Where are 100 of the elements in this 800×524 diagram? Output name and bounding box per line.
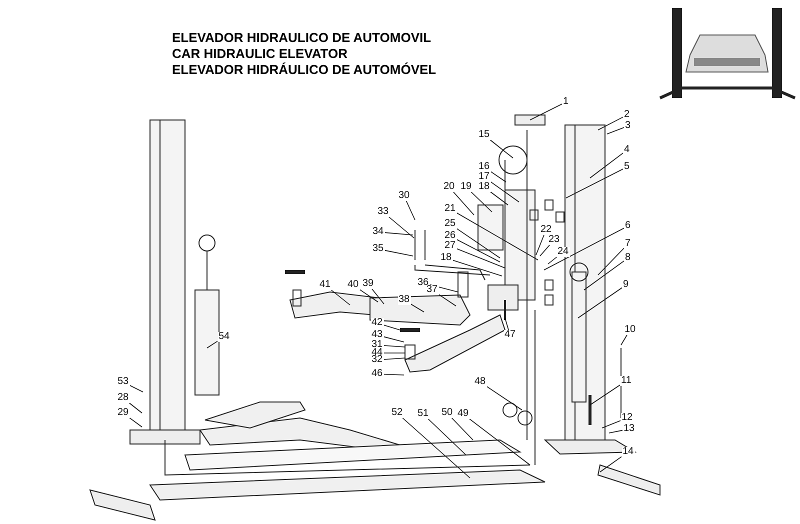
leader-line [129, 384, 144, 392]
callout-number: 46 [370, 369, 384, 379]
callout-number: 23 [548, 235, 561, 245]
leader-line [429, 284, 458, 292]
callout-number: 47 [504, 330, 517, 340]
callout-number: 13 [622, 424, 636, 434]
leader-line [490, 191, 508, 206]
leader-line [584, 260, 624, 290]
leader-line [330, 290, 350, 306]
leader-line [456, 212, 538, 260]
heading-text: CAR HIDRAULIC ELEVATOR [172, 46, 348, 62]
leader-line [383, 352, 406, 354]
callout-number: 33 [376, 207, 390, 217]
callout-number: 21 [444, 204, 457, 214]
callout-number: 22 [540, 225, 553, 235]
leader-line [128, 402, 142, 414]
callout-number: 49 [456, 409, 470, 419]
leader-line [602, 420, 621, 428]
callout-number: 24 [556, 247, 570, 257]
callout-number: 29 [116, 408, 130, 418]
leader-line [406, 200, 416, 220]
callout-number: 18 [440, 253, 453, 263]
callout-number: 17 [478, 172, 491, 182]
callout-number: 5 [623, 162, 631, 172]
leader-line [456, 238, 500, 262]
leader-line [598, 248, 624, 276]
leader-line [453, 192, 474, 216]
callout-number: 1 [562, 97, 570, 107]
leader-line [578, 287, 622, 318]
leader-line [384, 250, 414, 256]
leader-line [129, 417, 142, 428]
leader-line [402, 418, 470, 478]
leader-line [410, 304, 424, 312]
leader-line [606, 127, 624, 134]
leader-line [469, 418, 530, 466]
callout-number: 3 [624, 121, 632, 131]
leader-line [428, 418, 466, 456]
callout-number: 32 [370, 355, 384, 365]
leader-line [598, 116, 624, 130]
leader-line [384, 232, 414, 236]
leader-line [540, 244, 550, 256]
callout-number: 30 [398, 191, 411, 201]
callout-number: 38 [398, 295, 411, 305]
leader-line [383, 336, 404, 342]
leader-line [359, 289, 378, 302]
callout-number: 42 [370, 318, 384, 328]
leader-line [383, 324, 400, 330]
leader-line [486, 386, 522, 410]
leader-line [620, 334, 628, 346]
leader-line [504, 318, 509, 330]
leader-line [608, 430, 623, 434]
callout-number: 19 [460, 182, 473, 192]
leader-line [490, 140, 514, 158]
callout-number: 7 [624, 239, 632, 249]
leader-line [456, 248, 506, 268]
callout-number: 28 [116, 393, 130, 403]
callout-number: 4 [623, 145, 631, 155]
leader-line [470, 192, 492, 212]
callout-number: 11 [620, 376, 632, 386]
callout-number: 43 [370, 330, 384, 340]
callout-number: 25 [444, 219, 457, 229]
callout-number: 53 [116, 377, 130, 387]
leader-line [536, 234, 544, 256]
leader-line [600, 456, 622, 472]
leader-line [566, 168, 624, 198]
leader-line [438, 294, 456, 306]
callout-number: 10 [624, 325, 637, 335]
leader-line [383, 345, 406, 348]
callout-number: 27 [444, 241, 457, 251]
heading-text: ELEVADOR HIDRÁULICO DE AUTOMÓVEL [172, 62, 436, 78]
callout-number: 52 [390, 408, 404, 418]
callout-number: 39 [362, 279, 375, 289]
leader-line [544, 228, 624, 270]
callout-number: 40 [346, 280, 360, 290]
callout-number: 14 [622, 447, 635, 457]
callout-number: 51 [416, 409, 430, 419]
callout-number: 48 [474, 377, 487, 387]
leader-line [590, 152, 624, 178]
leader-line [490, 171, 506, 182]
callout-number: 26 [444, 231, 457, 241]
callout-number: 2 [623, 110, 631, 120]
callout-number: 8 [624, 253, 632, 263]
callout-number: 37 [426, 285, 439, 295]
callout-number: 54 [218, 332, 231, 342]
leader-line [388, 216, 414, 238]
callout-number: 20 [442, 182, 456, 192]
leader-line [452, 260, 502, 276]
heading-text: ELEVADOR HIDRAULICO DE AUTOMOVIL [172, 30, 432, 46]
callout-number: 15 [478, 130, 491, 140]
leader-line [590, 384, 620, 406]
leader-line [456, 228, 500, 258]
leader-line [548, 256, 558, 264]
callout-number: 9 [622, 280, 630, 290]
leader-line [383, 374, 404, 376]
callout-number: 12 [620, 413, 634, 423]
callout-number: 6 [624, 221, 632, 231]
leader-line [372, 288, 384, 304]
leader-line [490, 181, 520, 202]
callout-number: 35 [372, 244, 385, 254]
leader-line [206, 340, 218, 348]
